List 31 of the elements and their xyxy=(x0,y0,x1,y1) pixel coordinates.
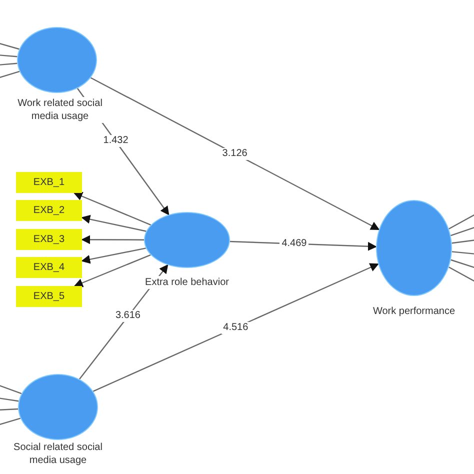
connector-line xyxy=(0,70,20,79)
connector-line xyxy=(0,54,18,58)
indicator-box: EXB_3 xyxy=(16,229,82,250)
connector-line xyxy=(452,251,474,255)
connector-line xyxy=(448,213,474,230)
edge-label: 3.126 xyxy=(220,148,250,160)
connector-line xyxy=(452,239,474,244)
arrow xyxy=(81,235,144,244)
edge-label: 1.432 xyxy=(101,135,130,148)
edge-label: 3.616 xyxy=(113,310,142,322)
construct-ellipse xyxy=(144,212,230,268)
connector-line xyxy=(0,397,19,402)
connector-line xyxy=(0,42,20,50)
arrow xyxy=(73,192,152,226)
connector-line xyxy=(0,418,21,426)
connector-line xyxy=(448,266,474,283)
indicator-box: EXB_5 xyxy=(16,286,82,307)
arrow xyxy=(90,77,380,230)
connector-line xyxy=(0,384,22,394)
arrow xyxy=(81,248,146,264)
edge-label: 4.516 xyxy=(221,322,250,334)
indicator-box: EXB_4 xyxy=(16,257,82,278)
indicator-box: EXB_1 xyxy=(16,172,82,193)
arrow xyxy=(92,263,379,392)
connector-line xyxy=(0,408,18,411)
indicator-box: EXB_2 xyxy=(16,200,82,221)
connector-line xyxy=(0,62,18,66)
connector-line xyxy=(450,259,474,269)
connector-line xyxy=(450,226,474,236)
arrow xyxy=(74,254,151,288)
arrow xyxy=(81,214,146,232)
